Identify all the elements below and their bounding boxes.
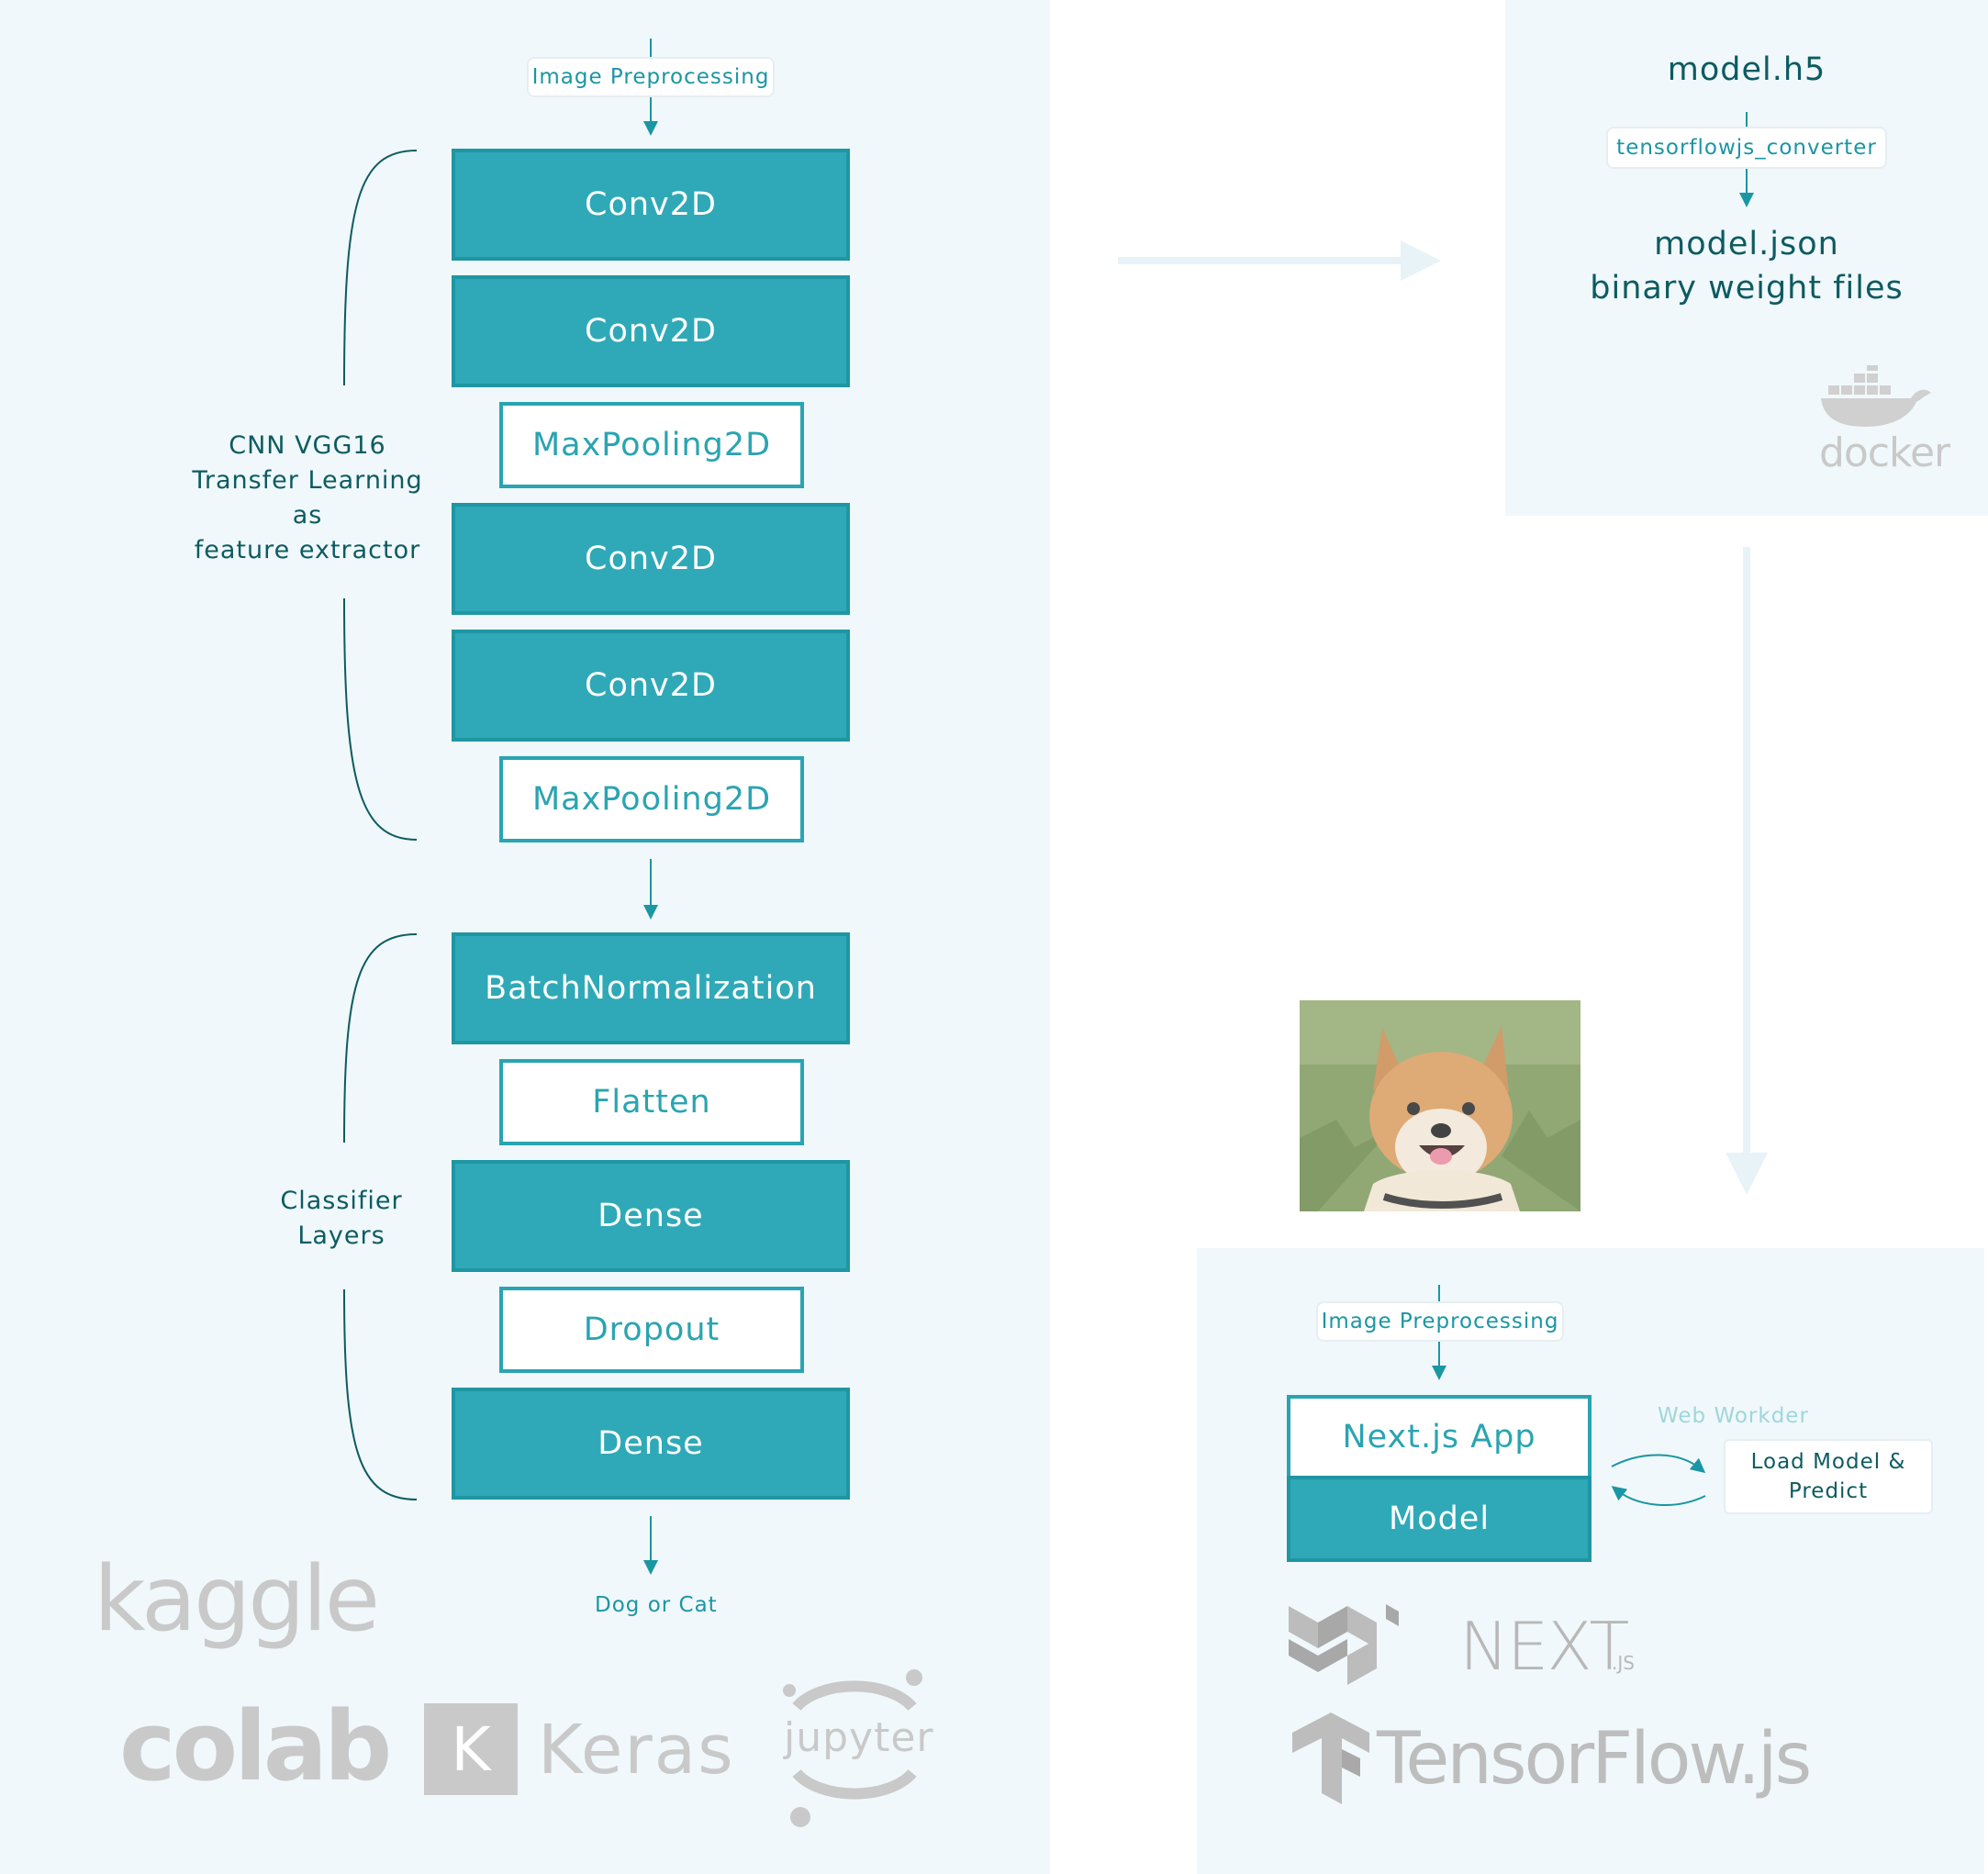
layer-batchnorm: BatchNormalization [452, 932, 850, 1044]
weights-label: binary weight files [1590, 270, 1904, 307]
to-worker-arrow [1611, 1454, 1706, 1474]
layer-conv2d-1: Conv2D [452, 149, 850, 261]
tensorflowjs-logo: TensorFlow.js [1377, 1718, 1812, 1801]
layer-flatten: Flatten [499, 1059, 804, 1145]
worker-box: Load Model & Predict [1724, 1439, 1933, 1514]
preprocessing-tag: Image Preprocessing [527, 57, 775, 97]
layer-conv2d-2: Conv2D [452, 275, 850, 387]
shiba-dog-image [1300, 1000, 1580, 1211]
layer-conv2d-4: Conv2D [452, 630, 850, 742]
webapp-preprocessing-tag: Image Preprocessing [1316, 1301, 1564, 1342]
feature-brace [343, 150, 418, 386]
jupyter-text: jupyter [784, 1714, 934, 1761]
layer-dense-1: Dense [452, 1160, 850, 1272]
model-box: Model [1287, 1476, 1592, 1562]
from-worker-arrow [1611, 1486, 1706, 1506]
material-ui-logo [1287, 1601, 1406, 1692]
keras-mark-icon: K [424, 1703, 518, 1795]
model-json-label: model.json [1654, 226, 1839, 262]
layer-maxpooling-2: MaxPooling2D [499, 756, 804, 842]
layer-conv2d-3: Conv2D [452, 503, 850, 615]
converter-tag: tensorflowjs_converter [1606, 127, 1887, 169]
layer-dense-2: Dense [452, 1388, 850, 1500]
nextjs-logo: NEXT [1459, 1608, 1629, 1685]
material-ui-icon [1289, 1604, 1399, 1685]
conversion-panel [1505, 0, 1988, 516]
jupyter-icon [783, 1669, 922, 1827]
nextjs-suffix: .JS [1612, 1652, 1635, 1674]
docker-whale-icon [1821, 362, 1931, 427]
classifier-label: Classifier Layers [280, 1187, 403, 1250]
classifier-brace [343, 933, 418, 1143]
nextjs-app-box: Next.js App [1287, 1395, 1592, 1479]
layer-dropout: Dropout [499, 1287, 804, 1373]
web-worker-caption: Web Workder [1658, 1404, 1809, 1428]
model-h5-label: model.h5 [1667, 51, 1826, 88]
kaggle-logo: kaggle [94, 1547, 380, 1652]
keras-mark-letter: K [451, 1713, 491, 1785]
layer-maxpooling-1: MaxPooling2D [499, 402, 804, 488]
feature-extractor-label: CNN VGG16 Transfer Learning as feature e… [192, 431, 423, 564]
jupyter-logo: jupyter [776, 1665, 933, 1830]
docker-logo: docker [1815, 362, 1950, 476]
output-label: Dog or Cat [595, 1593, 718, 1617]
tensorflow-icon [1287, 1712, 1379, 1804]
dog-photo [1300, 1000, 1580, 1211]
keras-logo: Keras [538, 1711, 735, 1790]
docker-text: docker [1819, 429, 1950, 476]
colab-logo: colab [119, 1690, 392, 1802]
